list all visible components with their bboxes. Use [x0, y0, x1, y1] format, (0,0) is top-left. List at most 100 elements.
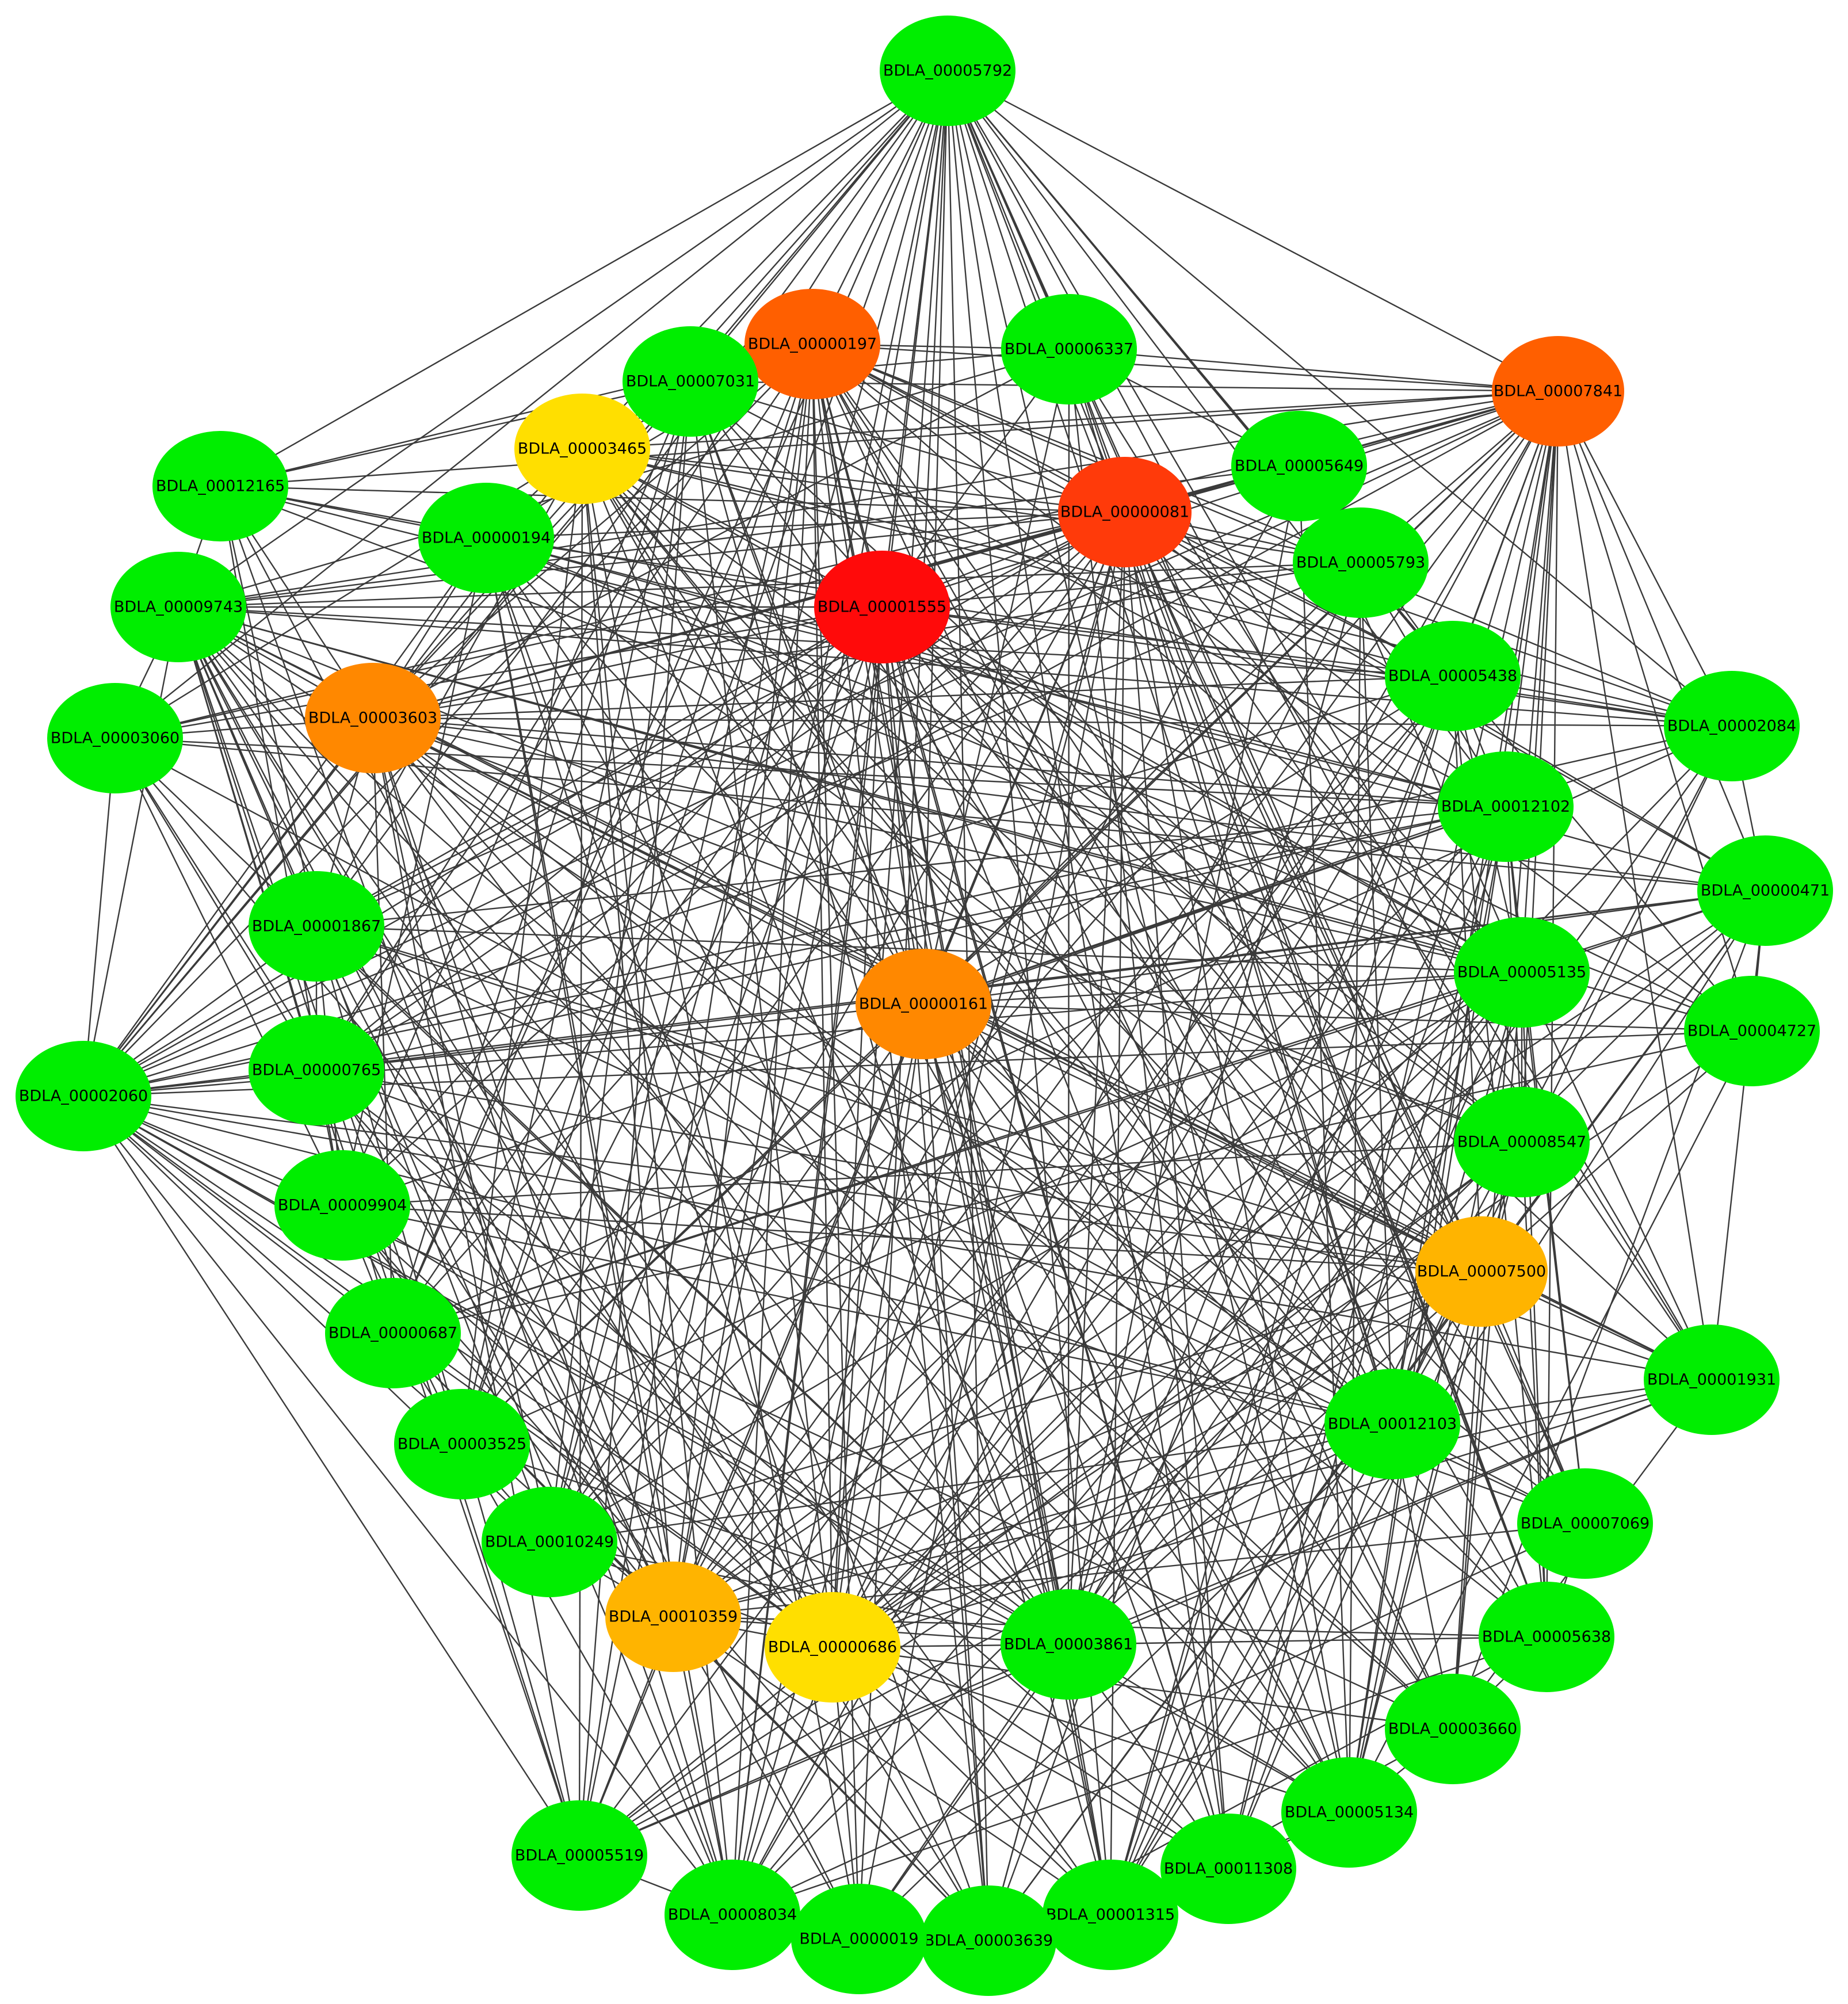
node-label: BDLA_00003465 [518, 440, 647, 458]
node-bdla-00003660[interactable]: BDLA_00003660 [1385, 1674, 1521, 1784]
edge-n1555-n3861 [881, 606, 1070, 1645]
edge-n9904-n1555 [342, 606, 883, 1206]
edge-n161-n3660 [923, 1003, 1453, 1730]
node-ellipse [765, 1592, 900, 1703]
edge-n7500-n5519 [579, 1270, 1482, 1857]
edge-n10249-n5438 [549, 675, 1453, 1543]
node-bdla-00007500[interactable]: BDLA_00007500 [1415, 1216, 1548, 1327]
node-bdla-00000161[interactable]: BDLA_00000161 [856, 949, 991, 1059]
edge-n686-n765 [316, 1070, 833, 1648]
edge-n12103-n19x [858, 1423, 1393, 1940]
node-bdla-00010249[interactable]: BDLA_00010249 [482, 1487, 617, 1597]
node-bdla-0000019[interactable]: BDLA_0000019 [791, 1884, 927, 1994]
node-bdla-00001555[interactable]: BDLA_00001555 [814, 551, 950, 663]
edge-n5638-n6337 [1068, 349, 1548, 1637]
node-label: BDLA_00010249 [485, 1533, 614, 1551]
node-bdla-00005793[interactable]: BDLA_00005793 [1293, 507, 1429, 618]
node-bdla-00006337[interactable]: BDLA_00006337 [1001, 294, 1137, 404]
node-label: BDLA_00006337 [1005, 341, 1133, 358]
edge-n10359-n3465 [581, 448, 674, 1617]
edge-n12103-n161 [923, 1003, 1393, 1425]
node-bdla-00003861[interactable]: BDLA_00003861 [1001, 1589, 1136, 1700]
node-bdla-00010359[interactable]: BDLA_00010359 [605, 1562, 741, 1672]
node-bdla-00003060[interactable]: BDLA_00003060 [47, 683, 183, 793]
edge-n2060-n194 [83, 537, 487, 1097]
edge-n8034-n5438 [731, 675, 1454, 1915]
edge-n7031-n10249 [548, 381, 692, 1543]
node-bdla-00007069[interactable]: BDLA_00007069 [1517, 1468, 1653, 1579]
edge-n3861-n2060 [83, 1095, 1069, 1646]
node-bdla-00003639[interactable]: BDLA_00003639 [921, 1885, 1056, 1996]
edge-n7500-n3861 [1068, 1271, 1482, 1645]
edge-n1555-n2060 [83, 606, 883, 1097]
node-bdla-00011308[interactable]: BDLA_00011308 [1160, 1814, 1296, 1924]
node-bdla-00000471[interactable]: BDLA_00000471 [1697, 835, 1833, 946]
edge-n197-n765 [316, 343, 813, 1071]
node-bdla-00005638[interactable]: BDLA_00005638 [1479, 1582, 1614, 1692]
node-bdla-00012103[interactable]: BDLA_00012103 [1324, 1369, 1460, 1479]
edge-n5792-n12165 [220, 70, 948, 487]
node-label: BDLA_00005134 [1285, 1804, 1414, 1822]
node-ellipse [482, 1487, 617, 1597]
node-bdla-00007841[interactable]: BDLA_00007841 [1492, 336, 1624, 446]
node-label: BDLA_00000765 [252, 1062, 381, 1079]
edge-n161-n7500 [923, 1003, 1482, 1273]
node-bdla-00001931[interactable]: BDLA_00001931 [1644, 1324, 1780, 1435]
node-bdla-00000765[interactable]: BDLA_00000765 [249, 1015, 384, 1125]
node-bdla-00012102[interactable]: BDLA_00012102 [1438, 751, 1574, 862]
node-bdla-00008034[interactable]: BDLA_00008034 [665, 1860, 800, 1970]
edge-n1555-n7841 [881, 390, 1559, 608]
node-bdla-00000686[interactable]: BDLA_00000686 [765, 1592, 900, 1703]
node-bdla-00004727[interactable]: BDLA_00004727 [1684, 976, 1820, 1086]
node-bdla-00009743[interactable]: BDLA_00009743 [110, 552, 246, 662]
node-bdla-00005792[interactable]: BDLA_00005792 [880, 16, 1015, 126]
node-bdla-00000197[interactable]: BDLA_00000197 [744, 289, 880, 399]
edge-n7841-n2084 [1557, 391, 1733, 727]
node-label: BDLA_00003060 [51, 730, 180, 747]
edge-n5438-n10359 [673, 675, 1453, 1617]
node-bdla-00003465[interactable]: BDLA_00003465 [514, 394, 650, 504]
node-bdla-00008547[interactable]: BDLA_00008547 [1454, 1087, 1590, 1197]
node-ellipse [152, 431, 288, 541]
edge-n2060-n687 [83, 1095, 394, 1334]
node-bdla-00005519[interactable]: BDLA_00005519 [511, 1800, 647, 1911]
edge-n3603-n6337 [372, 348, 1070, 719]
node-bdla-00000194[interactable]: BDLA_00000194 [418, 483, 554, 593]
node-label: BDLA_00005638 [1482, 1628, 1611, 1646]
edge-n12102-n12103 [1391, 806, 1507, 1425]
node-bdla-00012165[interactable]: BDLA_00012165 [152, 431, 288, 541]
node-bdla-00005438[interactable]: BDLA_00005438 [1385, 621, 1521, 731]
edge-n9743-n5438 [178, 606, 1453, 677]
node-bdla-00005649[interactable]: BDLA_00005649 [1231, 411, 1367, 521]
node-bdla-00009904[interactable]: BDLA_00009904 [274, 1150, 410, 1261]
node-bdla-00002060[interactable]: BDLA_00002060 [16, 1041, 151, 1151]
edge-n7841-n12165 [220, 390, 1559, 487]
edge-n7841-n1931 [1557, 391, 1713, 1380]
node-bdla-00005134[interactable]: BDLA_00005134 [1281, 1757, 1417, 1868]
edge-n12103-n9904 [342, 1204, 1393, 1425]
edge-n161-n7069 [923, 1003, 1586, 1524]
edge-n2060-n1931 [83, 1095, 1712, 1381]
node-ellipse [511, 1800, 647, 1911]
edge-n5792-n1867 [316, 70, 948, 927]
node-bdla-00003525[interactable]: BDLA_00003525 [394, 1389, 530, 1499]
edge-n7500-n686 [832, 1270, 1482, 1648]
edge-n197-n687 [392, 343, 814, 1334]
node-bdla-00000687[interactable]: BDLA_00000687 [325, 1278, 461, 1388]
node-label: BDLA_00000471 [1701, 882, 1830, 900]
node-label: BDLA_00000194 [422, 529, 551, 547]
node-bdla-00007031[interactable]: BDLA_00007031 [623, 326, 758, 437]
edge-n2060-n9743 [82, 606, 180, 1097]
node-bdla-00001867[interactable]: BDLA_00001867 [249, 871, 384, 982]
node-bdla-00000081[interactable]: BDLA_00000081 [1058, 457, 1192, 567]
edge-n2060-n11308 [83, 1095, 1229, 1869]
node-bdla-00002084[interactable]: BDLA_00002084 [1664, 671, 1800, 781]
node-bdla-00001315[interactable]: BDLA_00001315 [1043, 1860, 1178, 1970]
edge-n686-n11308 [832, 1646, 1229, 1870]
edge-n7841-n6337 [1068, 348, 1559, 392]
edge-n3861-n765 [316, 1070, 1069, 1645]
node-bdla-00005135[interactable]: BDLA_00005135 [1454, 917, 1590, 1028]
node-label: BDLA_00003525 [398, 1436, 526, 1453]
node-bdla-00003603[interactable]: BDLA_00003603 [305, 663, 441, 773]
node-label: BDLA_00002060 [19, 1087, 148, 1105]
